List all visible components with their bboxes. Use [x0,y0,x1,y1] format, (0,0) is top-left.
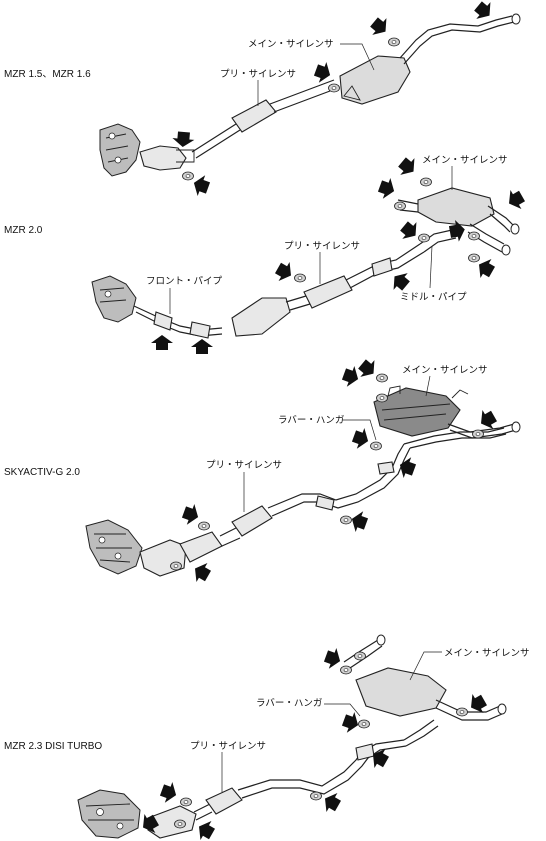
rubber-hanger-icon [394,201,406,211]
rubber-hanger-icon [370,441,382,451]
pointer-arrow-icon [366,13,393,41]
middle-pipe-label: ミドル・パイプ [400,292,467,303]
pointer-arrow-icon [394,153,421,181]
rubber-hanger-icon [468,231,480,241]
engine-label: MZR 2.3 DISI TURBO [4,741,102,752]
exhaust-manifold [77,789,141,839]
pre-silencer-label: プリ・サイレンサ [284,241,360,252]
pre-silencer-label: プリ・サイレンサ [206,460,282,471]
rubber-hanger-label: ラバー・ハンガ [256,698,322,709]
catalytic-converter [231,297,291,337]
rubber-hanger-icon [170,561,182,571]
rubber-hanger-icon [340,515,352,525]
rubber-hanger-icon [198,521,210,531]
pointer-arrow-icon [322,645,344,672]
pointer-arrow-icon [272,258,297,286]
pointer-arrow-icon [189,558,214,586]
pointer-arrow-icon [340,363,362,390]
pre-silencer [205,787,243,815]
exhaust-manifold [85,519,143,575]
main-silencer-label: メイン・サイレンサ [248,39,334,50]
main-silencer-label: メイン・サイレンサ [422,155,508,166]
rubber-hanger-icon [358,719,370,729]
rubber-hanger-icon [294,273,306,283]
exhaust-manifold [99,123,141,177]
main-silencer-label: メイン・サイレンサ [444,648,530,659]
engine-label: MZR 2.0 [4,225,43,236]
pre-silencer [231,505,273,537]
rubber-hanger-icon [456,707,468,717]
rubber-hanger-icon [388,37,400,47]
engine-label: SKYACTIV-G 2.0 [4,467,80,478]
pointer-arrow-icon [319,788,344,816]
rubber-hanger-label: ラバー・ハンガ [278,415,344,426]
pointer-arrow-icon [470,0,497,25]
rubber-hanger-icon [472,429,484,439]
main-silencer-label: メイン・サイレンサ [402,365,488,376]
rubber-hanger-icon [182,171,194,181]
catalytic-converter [139,539,187,577]
front-pipe-label: フロント・パイプ [146,276,223,287]
pointer-arrow-icon [503,186,528,214]
exhaust-manifold [91,275,137,323]
rubber-hanger-icon [328,83,340,93]
pre-silencer-label: プリ・サイレンサ [190,741,266,752]
rubber-hanger-icon [376,373,388,383]
rubber-hanger-icon [340,665,352,675]
main-silencer [355,667,447,717]
pre-silencer-label: プリ・サイレンサ [220,69,296,80]
pointer-arrow-icon [396,217,423,245]
rubber-hanger-icon [180,797,192,807]
catalytic-converter [147,805,197,839]
section-mzr-15-16: MZR 1.5、MZR 1.6 メイン・サイレン [4,0,521,199]
rubber-hanger-icon [418,233,430,243]
rubber-hanger-icon [354,651,366,661]
rubber-hanger-icon [174,819,186,829]
main-silencer [417,187,495,227]
rubber-hanger-icon [468,253,480,263]
pointer-arrow-icon [387,267,414,295]
section-mzr-23-disi-turbo: MZR 2.3 DISI TURBO [4,634,530,841]
pre-silencer [231,99,277,133]
rubber-hanger-icon [420,177,432,187]
section-mzr-20: MZR 2.0 [4,153,528,354]
main-silencer [373,387,461,437]
pointer-arrow-icon [350,425,372,452]
pointer-arrow-icon [396,454,418,481]
pointer-arrow-icon [376,175,398,202]
pre-silencer [303,275,353,309]
pointer-arrow-icon [465,690,490,718]
rubber-hanger-icon [310,791,322,801]
section-skyactiv-g-20: SKYACTIV-G 2.0 [4,355,521,586]
pointer-arrow-icon [158,779,180,806]
pointer-arrow-icon [180,501,202,528]
pointer-arrow-icon [191,339,213,354]
main-silencer [339,55,411,105]
pointer-arrow-icon [193,816,218,841]
pointer-arrow-icon [171,131,195,148]
rubber-hanger-icon [376,393,388,403]
catalytic-converter [139,145,187,171]
pointer-arrow-icon [151,335,173,350]
engine-label: MZR 1.5、MZR 1.6 [4,69,91,80]
